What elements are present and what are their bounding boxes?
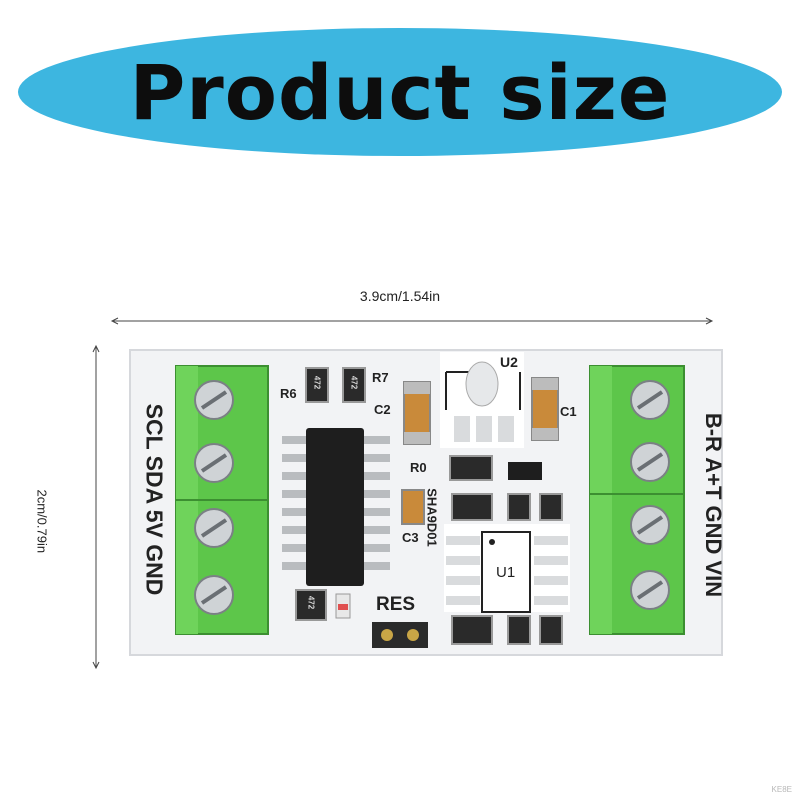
left-terminal-labels: SCL SDA 5V GND <box>141 403 168 596</box>
left-terminal-block <box>175 365 269 635</box>
screw-sda <box>194 443 234 483</box>
main-ic <box>282 428 390 586</box>
screw-vin <box>630 380 670 420</box>
screw-scl <box>194 380 234 420</box>
diode <box>508 462 542 480</box>
label-r7: R7 <box>372 370 389 385</box>
pads-row-top <box>451 493 563 521</box>
label-c2: C2 <box>374 402 391 417</box>
label-r6: R6 <box>280 386 297 401</box>
chip-marking: SHA9D01 <box>424 488 440 547</box>
right-terminal-block <box>589 365 685 635</box>
u1-footprint <box>444 524 570 613</box>
screw-5v <box>194 508 234 548</box>
code-r7: 472 <box>349 375 359 390</box>
screw-gnd <box>194 575 234 615</box>
resistor-r0 <box>449 455 493 481</box>
pads-row-bottom <box>451 615 563 645</box>
capacitor-c1 <box>531 377 559 441</box>
resistor-r7 <box>342 367 366 403</box>
led <box>335 593 351 619</box>
screw-b-r <box>630 570 670 610</box>
banner-title: Product size <box>129 47 671 137</box>
res-header <box>372 622 428 648</box>
right-terminal-labels: B-R A+T GND VIN <box>701 412 726 598</box>
label-res: RES <box>376 594 416 615</box>
title-banner: Product size <box>18 28 782 156</box>
resistor-r6 <box>305 367 329 403</box>
capacitor-c3 <box>401 489 425 525</box>
label-r0: R0 <box>410 460 427 475</box>
screw-gnd-right <box>630 442 670 482</box>
watermark: KE8E <box>771 785 792 794</box>
label-c1: C1 <box>560 404 577 419</box>
capacitor-c2-left <box>403 381 431 445</box>
label-u1: U1 <box>496 564 516 581</box>
screw-a-t <box>630 505 670 545</box>
code-r6: 472 <box>312 375 322 390</box>
label-u2: U2 <box>500 354 518 370</box>
resistor-bottom <box>295 589 327 621</box>
code-bottom: 472 <box>306 595 316 610</box>
label-c3: C3 <box>402 530 419 545</box>
u2-footprint <box>440 352 524 448</box>
width-dimension-label: 3.9cm/1.54in <box>359 288 441 304</box>
